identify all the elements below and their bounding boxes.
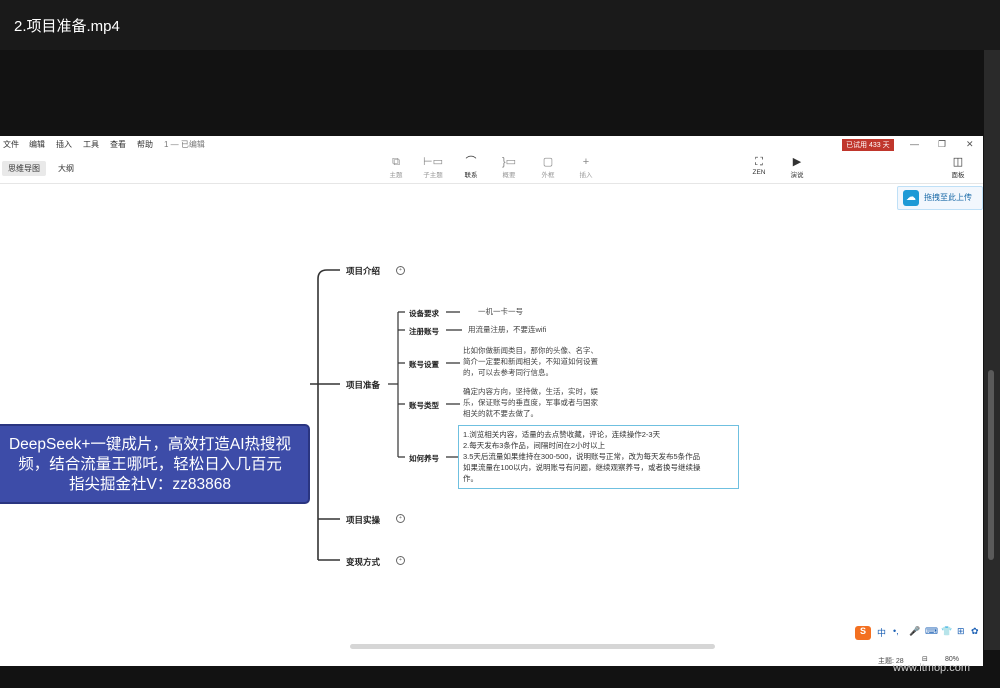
subtopic-register[interactable]: 注册账号 bbox=[409, 327, 439, 336]
player-scroll-thumb[interactable] bbox=[988, 370, 994, 560]
plus-icon: + bbox=[582, 156, 590, 168]
status-bar: 主题: 28 ⊟ 80% bbox=[0, 654, 983, 666]
relation-button[interactable]: ⌒联系 bbox=[451, 155, 491, 179]
detail-line: 比如你做新闻类目，那你的头像、名字、 bbox=[463, 346, 598, 355]
topic-count: 主题: 28 bbox=[878, 658, 904, 665]
tab-mindmap[interactable]: 思维导图 bbox=[2, 161, 46, 176]
expand-icon[interactable]: + bbox=[396, 514, 405, 523]
present-button[interactable]: ▶演说 bbox=[777, 155, 817, 179]
subtopic-register-detail[interactable]: 用流量注册，不要连wifi bbox=[468, 325, 547, 334]
menu-help[interactable]: 帮助 bbox=[137, 140, 153, 149]
toolbar: 思维导图 大纲 ⧉主题 ⊢▭子主题 ⌒联系 }▭概要 ▢外框 +插入 ⛶ZEN … bbox=[0, 153, 983, 184]
detail-line: 3.5天后流量如果维持在300-500，说明账号正常，改为每天发布5条作品 bbox=[463, 452, 701, 461]
subtopic-nurture-detail[interactable]: 1.浏览相关内容，适量的去点赞收藏，评论，连续操作2-3天 2.每天发布3条作品… bbox=[458, 425, 739, 489]
sogou-icon[interactable]: S bbox=[855, 626, 871, 640]
ime-toolbar[interactable]: S 中 •, 🎤 ⌨ 👕 ⊞ ✿ bbox=[853, 624, 983, 642]
mindmap-app: 文件 编辑 插入 工具 查看 帮助 1 — 已编辑 已试用 433 天 — ❐ … bbox=[0, 136, 983, 666]
expand-icon[interactable]: + bbox=[396, 266, 405, 275]
boundary-button[interactable]: ▢外框 bbox=[528, 155, 568, 179]
zoom-level[interactable]: 80% bbox=[945, 656, 960, 663]
summary-icon: }▭ bbox=[501, 156, 517, 168]
punct-icon[interactable]: •, bbox=[893, 626, 899, 636]
topic-monetize[interactable]: 变现方式 bbox=[346, 557, 381, 567]
tab-outline[interactable]: 大纲 bbox=[58, 164, 74, 173]
detail-line: 乐，保证账号的垂直度，军事或者与国家 bbox=[463, 398, 598, 407]
trial-badge[interactable]: 已试用 433 天 bbox=[842, 139, 894, 151]
menu-view[interactable]: 查看 bbox=[110, 140, 126, 149]
horizontal-scrollbar[interactable] bbox=[350, 644, 715, 649]
toolbox-icon[interactable]: ⊞ bbox=[957, 626, 965, 636]
panel-button[interactable]: ◫面板 bbox=[938, 155, 978, 179]
topic-prepare[interactable]: 项目准备 bbox=[346, 380, 381, 390]
subtopic-settings-detail[interactable]: 比如你做新闻类目，那你的头像、名字、 简介一定要和新闻相关，不知道如何设置 的，… bbox=[463, 345, 598, 378]
fullscreen-icon: ⛶ bbox=[755, 156, 763, 168]
detail-line: 相关的就不要去做了。 bbox=[463, 409, 538, 418]
insert-button[interactable]: +插入 bbox=[566, 155, 606, 179]
subtopic-settings[interactable]: 账号设置 bbox=[409, 360, 439, 369]
summary-button[interactable]: }▭概要 bbox=[489, 155, 529, 179]
restore-icon[interactable]: ❐ bbox=[938, 139, 947, 149]
detail-line: 作。 bbox=[463, 474, 478, 483]
more-icon[interactable]: ✿ bbox=[971, 626, 979, 636]
root-topic[interactable]: DeepSeek+一键成片，高效打造AI热搜视 频，结合流量王哪吒，轻松日入几百… bbox=[0, 424, 310, 504]
minimize-icon[interactable]: — bbox=[910, 139, 919, 149]
menu-bar: 文件 编辑 插入 工具 查看 帮助 1 — 已编辑 已试用 433 天 — ❐ … bbox=[0, 136, 983, 152]
menu-file[interactable]: 文件 bbox=[3, 140, 19, 149]
detail-line: 1.浏览相关内容，适量的去点赞收藏，评论，连续操作2-3天 bbox=[463, 430, 661, 439]
skin-icon[interactable]: 👕 bbox=[941, 626, 953, 636]
subtopic-button[interactable]: ⊢▭子主题 bbox=[413, 155, 453, 179]
player-scrollbar[interactable] bbox=[984, 50, 1000, 650]
detail-line: 确定内容方向，坚持做，生活，实时，娱 bbox=[463, 387, 598, 396]
subtopic-device-detail[interactable]: 一机一卡一号 bbox=[478, 307, 523, 316]
root-line-1: DeepSeek+一键成片，高效打造AI热搜视 bbox=[8, 436, 292, 453]
menu-edit[interactable]: 编辑 bbox=[29, 140, 45, 149]
mic-icon[interactable]: 🎤 bbox=[909, 626, 921, 636]
play-icon: ▶ bbox=[792, 156, 802, 168]
detail-line: 的，可以去参考同行信息。 bbox=[463, 368, 553, 377]
keyboard-icon[interactable]: ⌨ bbox=[925, 626, 938, 636]
root-line-2: 频，结合流量王哪吒，轻松日入几百元 bbox=[18, 456, 282, 473]
map-icon[interactable]: ⊟ bbox=[922, 656, 928, 663]
subtopic-device[interactable]: 设备要求 bbox=[409, 309, 439, 318]
topic-practice[interactable]: 项目实操 bbox=[346, 515, 381, 525]
document-status: 1 — 已编辑 bbox=[164, 140, 205, 149]
menu-insert[interactable]: 插入 bbox=[56, 140, 72, 149]
watermark: www.ltmop.com bbox=[893, 662, 971, 674]
topic-icon: ⧉ bbox=[392, 156, 400, 168]
mindmap-connectors bbox=[310, 269, 462, 561]
subtopic-icon: ⊢▭ bbox=[423, 156, 443, 168]
subtopic-account-type-detail[interactable]: 确定内容方向，坚持做，生活，实时，娱 乐，保证账号的垂直度，军事或者与国家 相关… bbox=[463, 386, 598, 419]
topic-intro[interactable]: 项目介绍 bbox=[346, 266, 381, 276]
detail-line: 简介一定要和新闻相关，不知道如何设置 bbox=[463, 357, 598, 366]
root-line-3: 指尖掘金社V：zz83868 bbox=[69, 476, 231, 493]
topic-button[interactable]: ⧉主题 bbox=[376, 155, 416, 179]
upload-label: 拖拽至此上传 bbox=[924, 193, 972, 202]
cloud-icon: ☁ bbox=[903, 190, 919, 206]
video-title: 2.项目准备.mp4 bbox=[14, 18, 120, 35]
close-icon[interactable]: ✕ bbox=[966, 139, 974, 149]
panel-icon: ◫ bbox=[952, 156, 964, 168]
detail-line: 2.每天发布3条作品，间隔时间在2小时以上 bbox=[463, 441, 606, 450]
upload-dropzone[interactable]: ☁ 拖拽至此上传 bbox=[897, 186, 983, 210]
zen-button[interactable]: ⛶ZEN bbox=[739, 155, 779, 176]
subtopic-account-type[interactable]: 账号类型 bbox=[409, 401, 439, 410]
video-title-bar: 2.项目准备.mp4 bbox=[0, 0, 1000, 50]
subtopic-nurture[interactable]: 如何养号 bbox=[409, 454, 439, 463]
menu-tools[interactable]: 工具 bbox=[83, 140, 99, 149]
relation-icon: ⌒ bbox=[465, 156, 477, 168]
detail-line: 如果流量在100以内，说明账号有问题，继续观察养号，或者换号继续操 bbox=[463, 463, 701, 472]
ime-lang[interactable]: 中 bbox=[877, 628, 887, 638]
boundary-icon: ▢ bbox=[542, 156, 554, 168]
expand-icon[interactable]: + bbox=[396, 556, 405, 565]
mindmap-canvas[interactable]: DeepSeek+一键成片，高效打造AI热搜视 频，结合流量王哪吒，轻松日入几百… bbox=[0, 184, 983, 654]
